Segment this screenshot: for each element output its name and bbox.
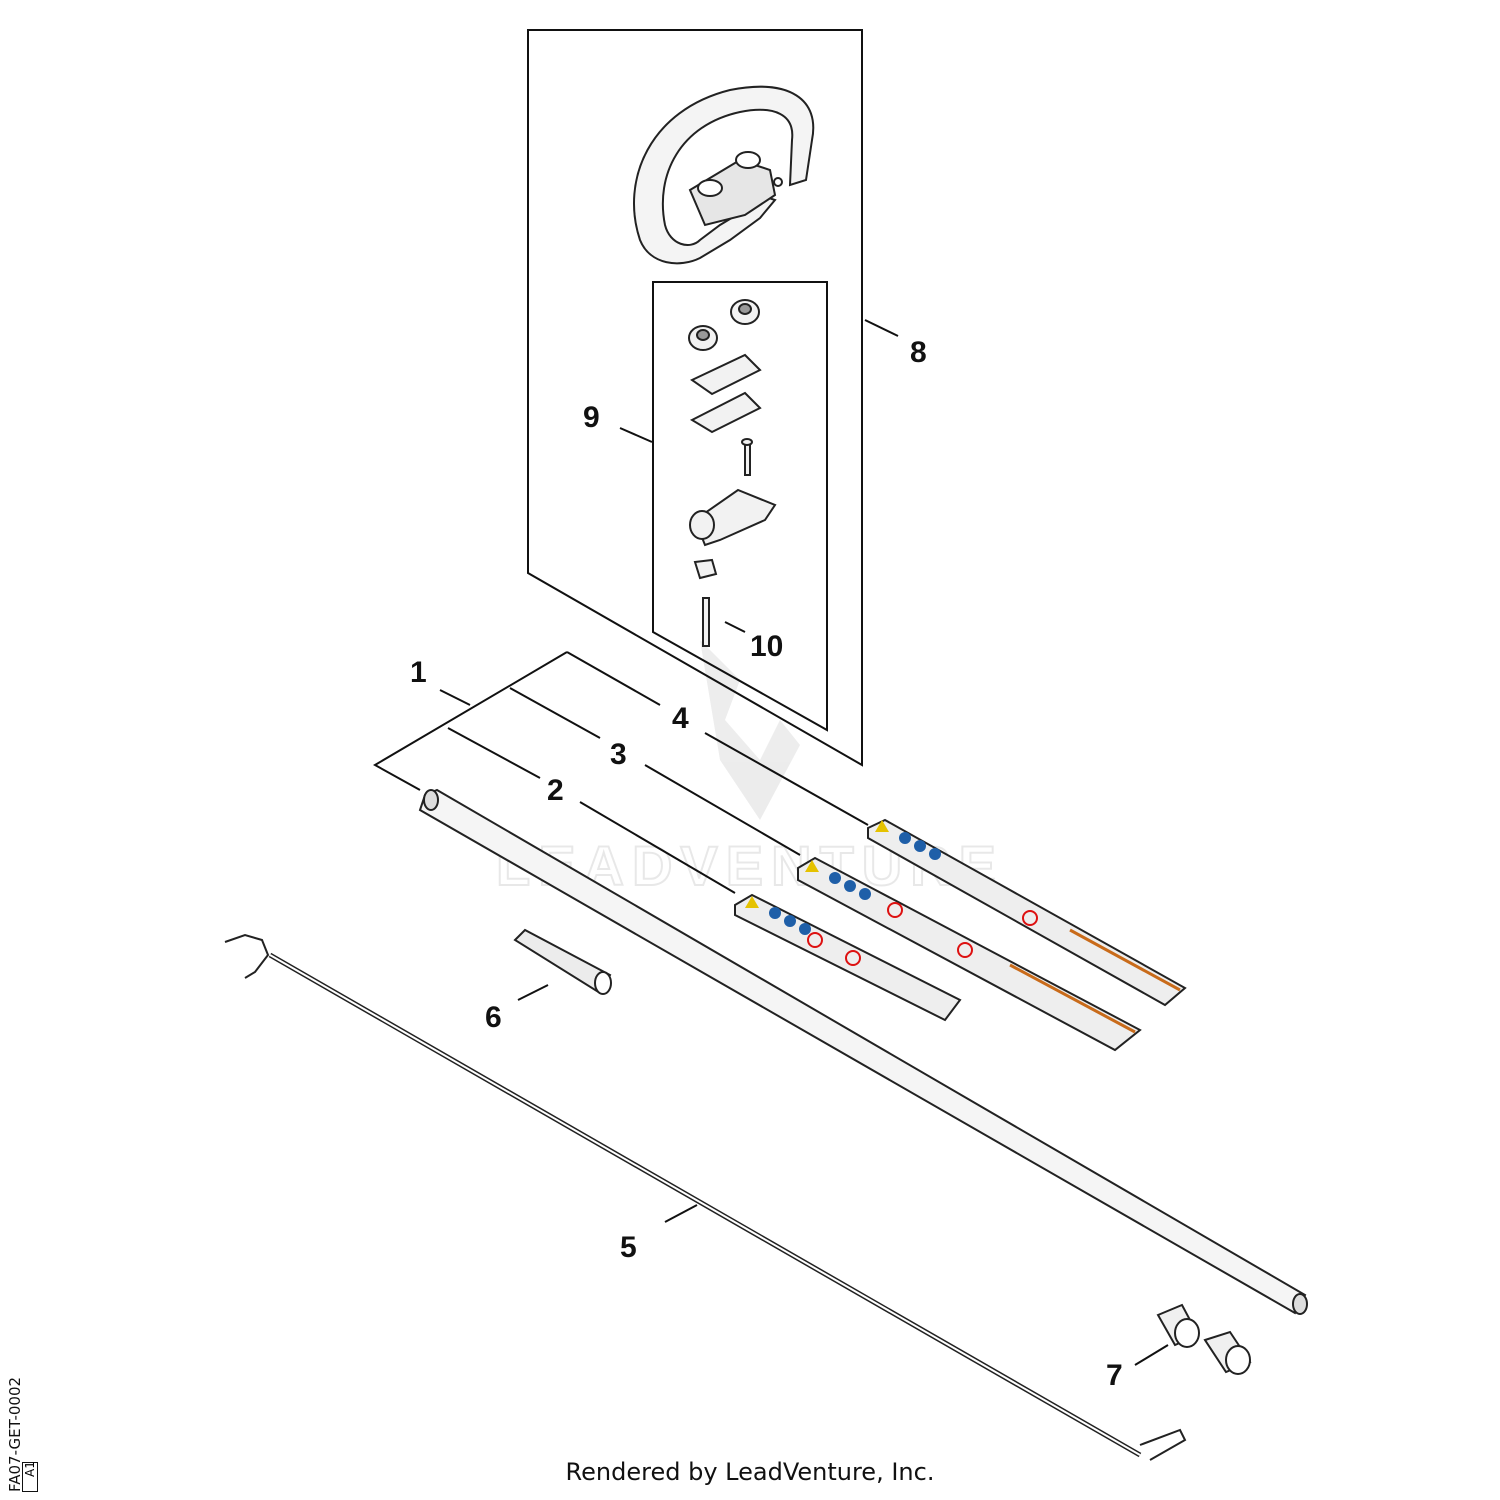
handle-kit-frame [527,29,863,767]
footer-credit: Rendered by LeadVenture, Inc. [565,1458,935,1486]
watermark: LEADVENTURE [495,640,997,898]
callout-1[interactable]: 1 [410,656,427,689]
callout-7[interactable]: 7 [1106,1359,1123,1392]
loop-handle [633,85,815,265]
shaft-sleeve [513,928,612,995]
drive-tube [418,788,1308,1315]
clamp-kit-parts [688,299,777,647]
figure-sub-code: A1 [22,1461,38,1492]
callout-2[interactable]: 2 [547,774,564,807]
callout-10[interactable]: 10 [750,630,783,663]
callouts: 1 2 3 4 5 6 7 8 9 10 [410,336,1123,1392]
clamp-kit-frame [652,281,828,732]
callout-4[interactable]: 4 [672,702,689,735]
callout-9[interactable]: 9 [583,401,600,434]
callout-5[interactable]: 5 [620,1231,637,1264]
callout-3[interactable]: 3 [610,738,627,771]
leader-lines [372,319,1169,1366]
decal-3 [797,856,1142,1052]
drive-shaft [224,933,1187,1461]
callout-6[interactable]: 6 [485,1001,502,1034]
callout-8[interactable]: 8 [910,336,927,369]
decals [734,818,1187,1052]
bushings [1156,1303,1252,1375]
